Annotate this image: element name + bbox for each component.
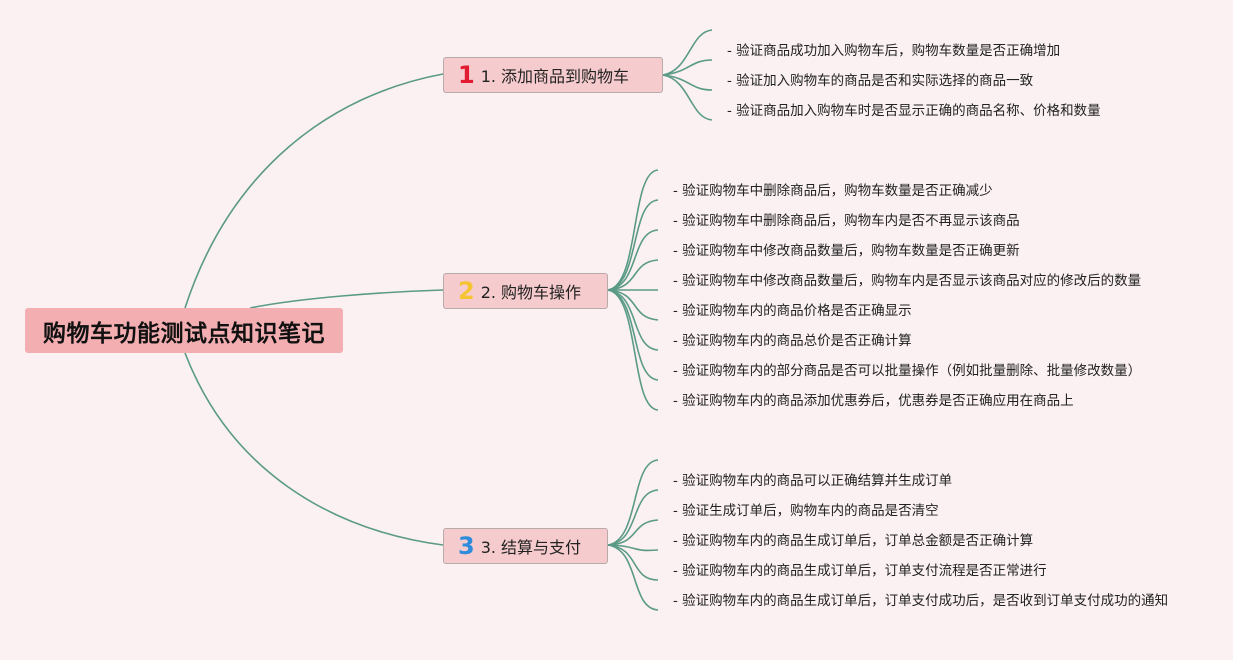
leaf-item[interactable]: - 验证购物车中修改商品数量后，购物车内是否显示该商品对应的修改后的数量 bbox=[673, 273, 1142, 289]
priority-1-icon: 1 bbox=[458, 61, 475, 89]
connector-b3-leaf5 bbox=[607, 544, 659, 581]
connector-b2-leaf6 bbox=[607, 289, 659, 321]
leaf-item[interactable]: - 验证商品加入购物车时是否显示正确的商品名称、价格和数量 bbox=[727, 103, 1101, 119]
connector-b2-leaf2 bbox=[607, 199, 659, 291]
leaf-item[interactable]: - 验证购物车内的商品添加优惠券后，优惠券是否正确应用在商品上 bbox=[673, 393, 1074, 409]
leaf-item[interactable]: - 验证加入购物车的商品是否和实际选择的商品一致 bbox=[727, 73, 1034, 89]
branch-add-to-cart[interactable]: 1 1. 添加商品到购物车 bbox=[443, 57, 663, 93]
connector-b2-leaf1 bbox=[607, 169, 659, 291]
leaf-item[interactable]: - 验证购物车中删除商品后，购物车数量是否正确减少 bbox=[673, 183, 993, 199]
priority-2-icon: 2 bbox=[458, 277, 475, 305]
branch-label: 3. 结算与支付 bbox=[480, 538, 582, 557]
leaf-item[interactable]: - 验证购物车中修改商品数量后，购物车数量是否正确更新 bbox=[673, 243, 1020, 259]
connector-b1-leaf2 bbox=[662, 59, 713, 76]
connector-b3-leaf4 bbox=[607, 544, 659, 552]
leaf-item[interactable]: - 验证购物车内的商品总价是否正确计算 bbox=[673, 333, 912, 349]
connector-root-branch2 bbox=[249, 289, 444, 309]
connector-b2-leaf7 bbox=[607, 289, 659, 351]
branch-cart-operations[interactable]: 2 2. 购物车操作 bbox=[443, 273, 608, 309]
connector-b1-leaf1 bbox=[662, 29, 713, 76]
branch-checkout-payment[interactable]: 3 3. 结算与支付 bbox=[443, 528, 608, 564]
branch-label: 2. 购物车操作 bbox=[480, 283, 582, 302]
leaf-item[interactable]: - 验证购物车内的商品生成订单后，订单支付成功后，是否收到订单支付成功的通知 bbox=[673, 593, 1169, 609]
connector-b3-leaf2 bbox=[607, 489, 659, 546]
connector-b2-leaf4 bbox=[607, 259, 659, 291]
leaf-item[interactable]: - 验证购物车内的商品价格是否正确显示 bbox=[673, 303, 912, 319]
leaf-item[interactable]: - 验证商品成功加入购物车后，购物车数量是否正确增加 bbox=[727, 43, 1061, 59]
connector-root-branch1 bbox=[184, 73, 444, 309]
connector-b3-leaf1 bbox=[607, 459, 659, 546]
connector-b3-leaf6 bbox=[607, 544, 659, 611]
leaf-item[interactable]: - 验证生成订单后，购物车内的商品是否清空 bbox=[673, 503, 939, 519]
connector-root-branch3 bbox=[184, 352, 444, 546]
connector-b2-leaf9 bbox=[607, 289, 659, 411]
connector-b3-leaf3 bbox=[607, 519, 659, 546]
leaf-item[interactable]: - 验证购物车内的商品生成订单后，订单支付流程是否正常进行 bbox=[673, 563, 1047, 579]
leaf-item[interactable]: - 验证购物车内的商品生成订单后，订单总金额是否正确计算 bbox=[673, 533, 1034, 549]
priority-3-icon: 3 bbox=[458, 532, 475, 560]
root-title: 购物车功能测试点知识笔记 bbox=[43, 320, 325, 347]
branch-label: 1. 添加商品到购物车 bbox=[480, 67, 630, 86]
leaf-item[interactable]: - 验证购物车中删除商品后，购物车内是否不再显示该商品 bbox=[673, 213, 1020, 229]
leaf-item[interactable]: - 验证购物车内的商品可以正确结算并生成订单 bbox=[673, 473, 953, 489]
connector-b1-leaf4 bbox=[662, 74, 713, 121]
connector-b2-leaf3 bbox=[607, 229, 659, 291]
root-topic[interactable]: 购物车功能测试点知识笔记 bbox=[25, 308, 343, 353]
leaf-item[interactable]: - 验证购物车内的部分商品是否可以批量操作（例如批量删除、批量修改数量） bbox=[673, 363, 1142, 379]
